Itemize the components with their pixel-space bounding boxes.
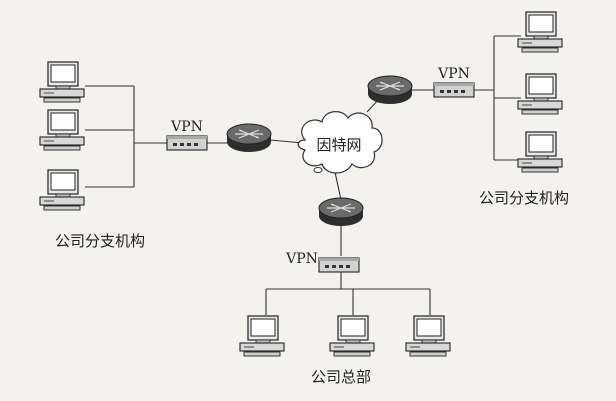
- computer-icon: [517, 131, 563, 173]
- headquarters-label: 公司总部: [311, 368, 371, 386]
- vpn-right-label: VPN: [437, 66, 470, 82]
- computer-icon: [39, 169, 85, 211]
- router-icon: [318, 197, 364, 227]
- right-branch-wiring: [412, 35, 521, 161]
- router-icon: [367, 75, 413, 105]
- vpn-hq-label: VPN: [285, 251, 318, 267]
- computer-icon: [39, 61, 85, 103]
- vpn-left-label: VPN: [170, 119, 203, 135]
- internet-label: 因特网: [316, 136, 361, 154]
- computer-icon: [39, 109, 85, 151]
- vpn-device-icon: [318, 257, 360, 273]
- left-branch-wiring: [85, 85, 228, 188]
- computer-icon: [405, 315, 451, 357]
- branch-left-label: 公司分支机构: [55, 232, 145, 250]
- computer-icon: [517, 11, 563, 53]
- vpn-device-icon: [433, 82, 475, 98]
- hq-wiring: [265, 226, 431, 315]
- vpn-device-icon: [166, 135, 208, 151]
- router-icon: [226, 123, 272, 153]
- computer-icon: [239, 315, 285, 357]
- computer-icon: [329, 315, 375, 357]
- branch-right-label: 公司分支机构: [479, 189, 569, 207]
- computer-icon: [517, 73, 563, 115]
- internet-cloud-icon: 因特网: [297, 111, 383, 174]
